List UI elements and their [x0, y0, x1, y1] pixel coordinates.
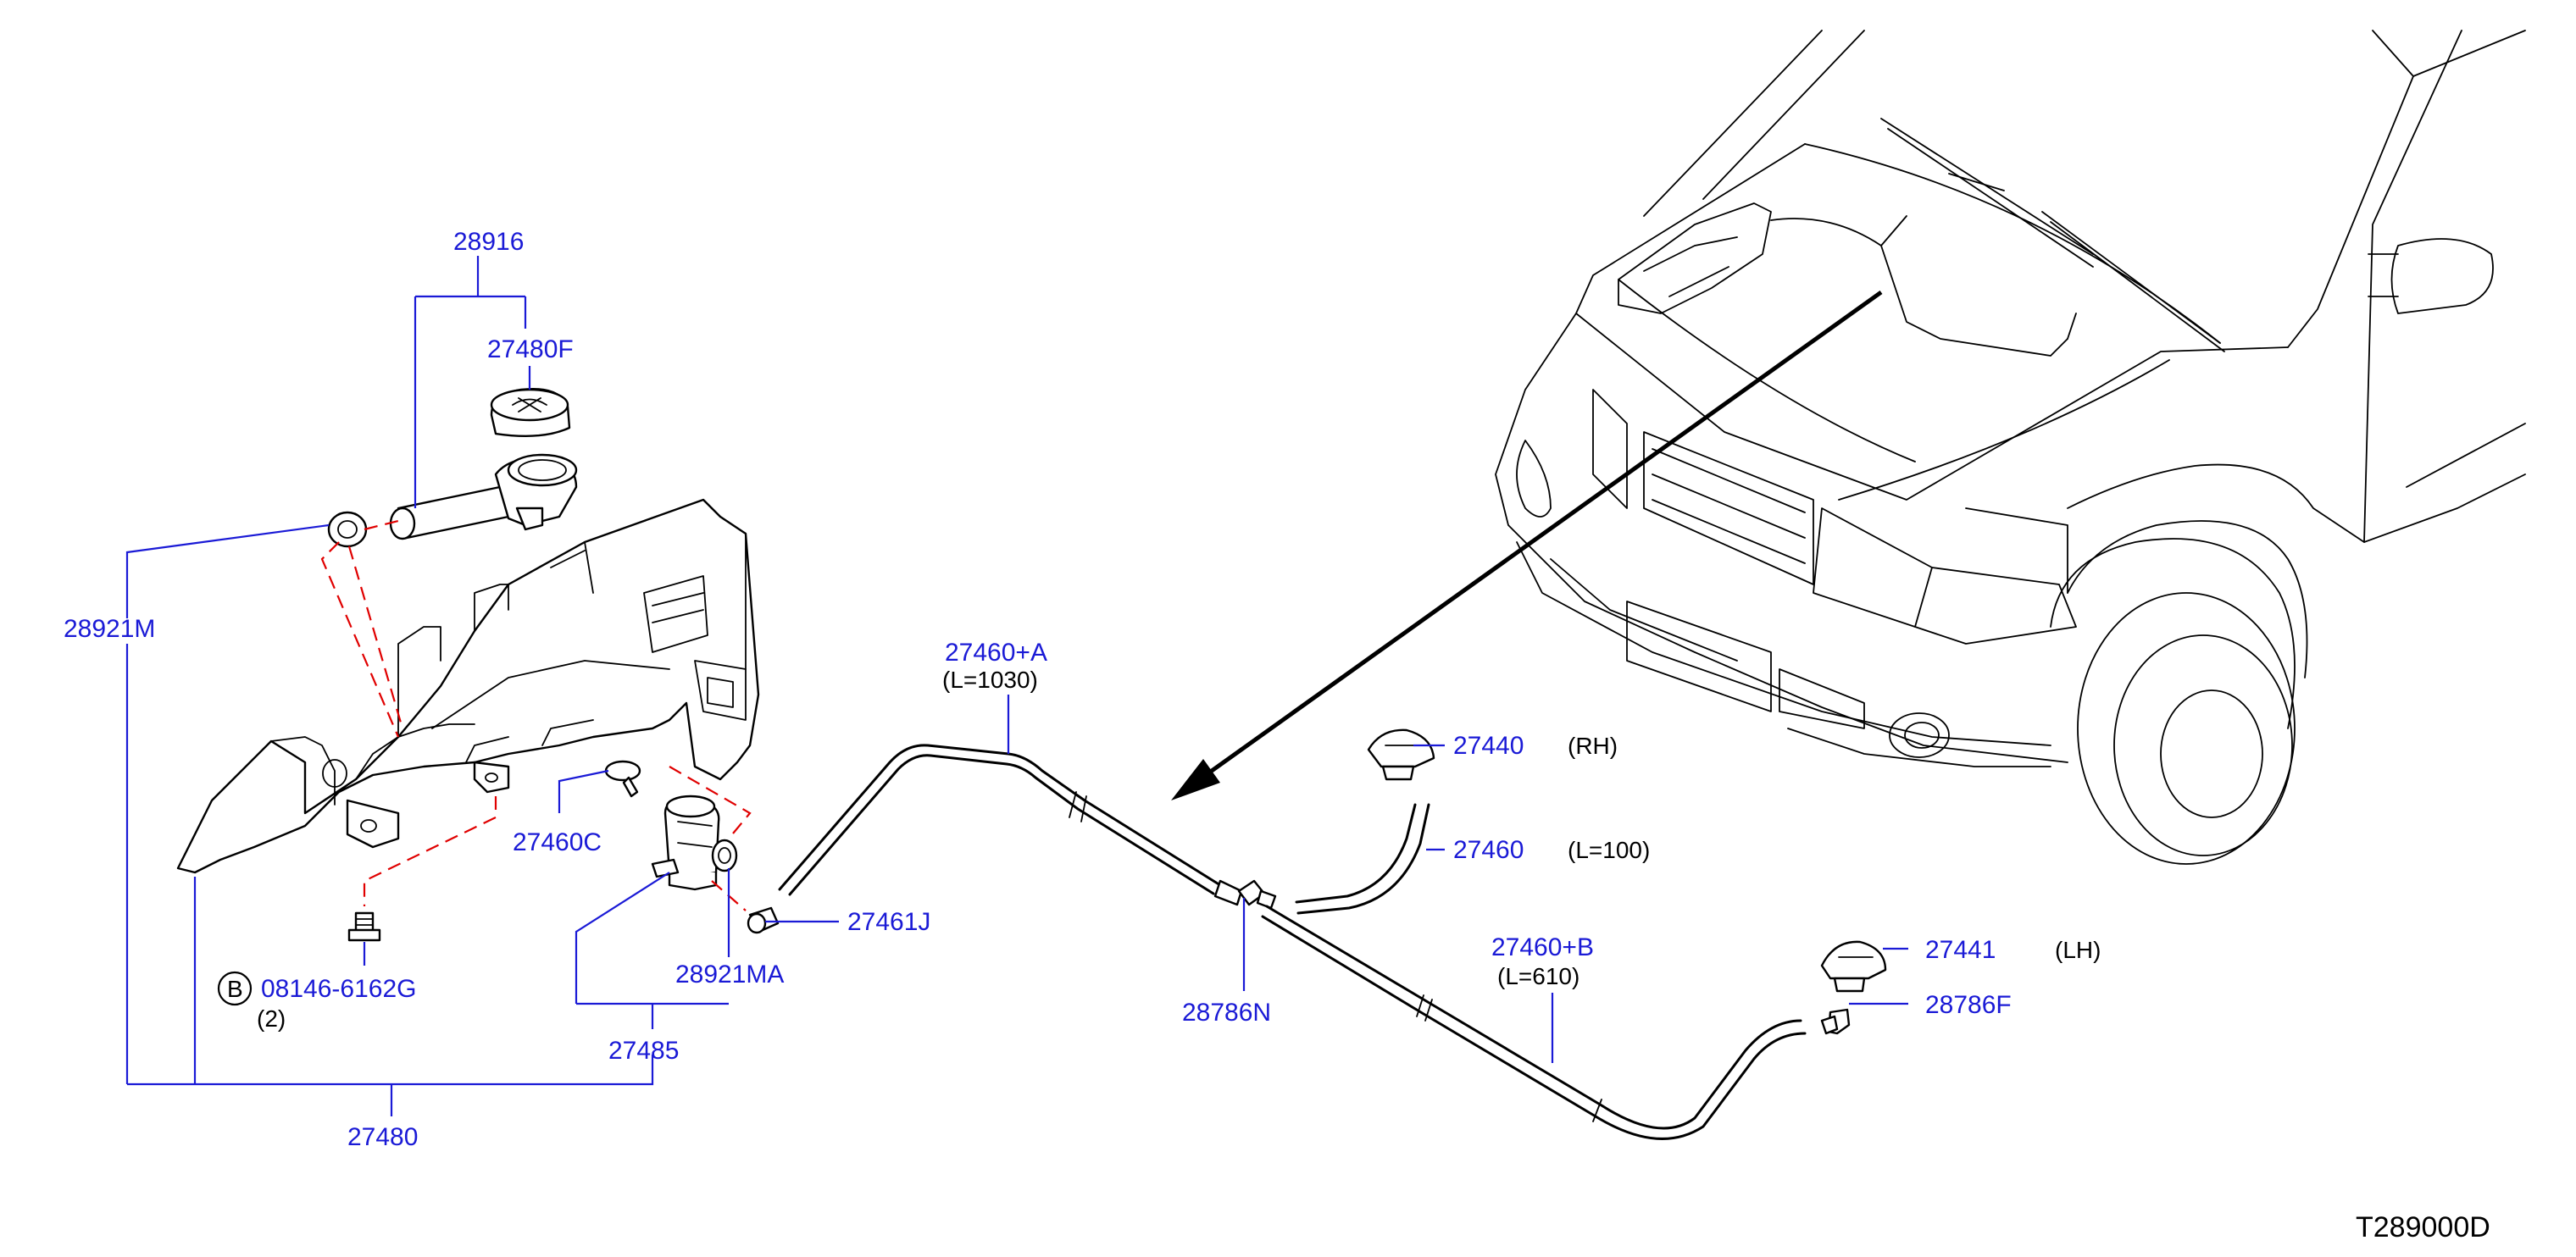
callout-labels: 28916 27480F 28921M 27460C B 08146-6162G…: [64, 228, 2490, 1243]
washer-nozzle-rh: [1367, 728, 1435, 781]
label-08146-6162G-qty: (2): [257, 1005, 286, 1032]
washer-nozzle-lh: [1820, 940, 1887, 993]
vehicle-front-illustration: [1171, 30, 2526, 865]
label-28786F: 28786F: [1925, 991, 2012, 1019]
label-27460C: 27460C: [513, 828, 602, 856]
label-08146-6162G: 08146-6162G: [261, 975, 417, 1003]
hose-lines: [778, 744, 1807, 1140]
pump-grommet: [711, 839, 738, 872]
elbow-joint: [747, 906, 780, 934]
label-27460-B: 27460+B: [1491, 933, 1594, 961]
label-28921MA: 28921MA: [675, 961, 784, 988]
bolt: [347, 911, 381, 942]
label-27480F: 27480F: [487, 335, 574, 363]
circle-marker-b-letter: B: [227, 976, 243, 1002]
drawing-reference: T289000D: [2356, 1211, 2490, 1243]
label-27440: 27440: [1453, 732, 1524, 760]
filler-cap: [490, 388, 571, 437]
circle-marker-b: [217, 971, 253, 1006]
label-28916: 28916: [453, 228, 524, 256]
grommet: [327, 511, 368, 548]
nozzle-elbow: [1820, 1008, 1851, 1035]
washer-pump: [651, 795, 720, 891]
clip: [604, 760, 641, 798]
label-27460: 27460: [1453, 836, 1524, 864]
label-28786N: 28786N: [1182, 999, 1271, 1027]
label-27461J: 27461J: [847, 908, 930, 936]
filler-neck: [389, 453, 578, 540]
label-27460-A-length: (L=1030): [942, 667, 1038, 693]
label-27441: 27441: [1925, 936, 1996, 964]
label-27480: 27480: [347, 1123, 418, 1151]
washer-tank: [176, 498, 760, 874]
label-27460-B-length: (L=610): [1497, 963, 1579, 989]
label-27460-length: (L=100): [1568, 837, 1650, 863]
label-27485: 27485: [608, 1037, 679, 1065]
label-28921M: 28921M: [64, 615, 155, 643]
label-27460-A: 27460+A: [945, 639, 1047, 667]
label-27440-side: (RH): [1568, 733, 1618, 759]
leader-lines: [125, 256, 1908, 1116]
label-27441-side: (LH): [2055, 937, 2101, 963]
